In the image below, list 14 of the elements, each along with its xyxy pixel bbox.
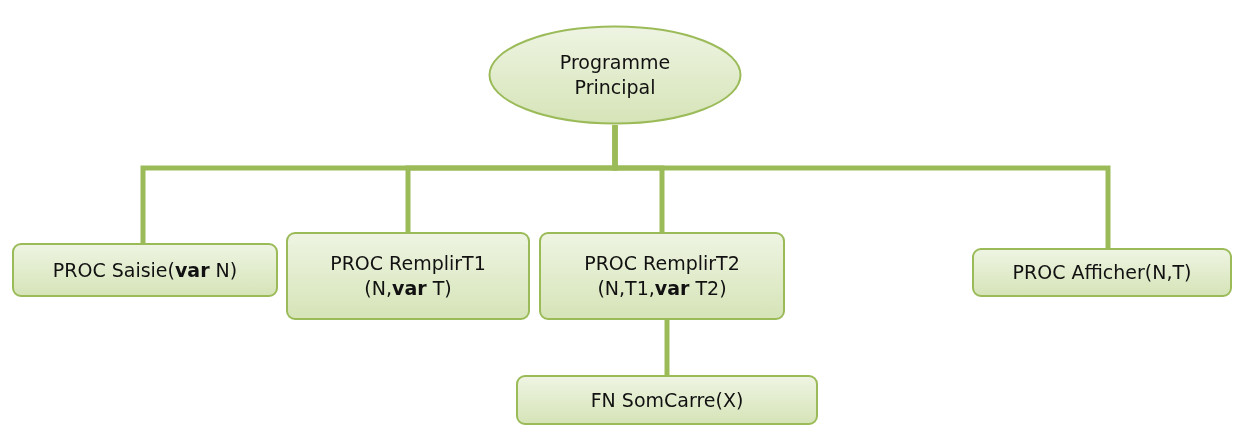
node-label: PROC Saisie(var N) — [52, 257, 238, 283]
node-label: PROC RemplirT2 (N,T1,var T2) — [583, 251, 741, 301]
process-box — [972, 248, 1232, 297]
connector-line — [612, 125, 1111, 248]
node-label: PROC Afficher(N,T) — [1012, 260, 1192, 285]
process-box — [12, 243, 278, 297]
node-label: PROC RemplirT1 (N,var T) — [329, 251, 487, 301]
connector-line — [664, 320, 670, 375]
node-label: FN SomCarre(X) — [590, 387, 744, 413]
process-box — [539, 232, 785, 320]
start-ellipse — [488, 25, 742, 125]
process-box — [516, 375, 818, 425]
process-box — [286, 232, 530, 320]
node-label: Programme Principal — [558, 50, 672, 100]
